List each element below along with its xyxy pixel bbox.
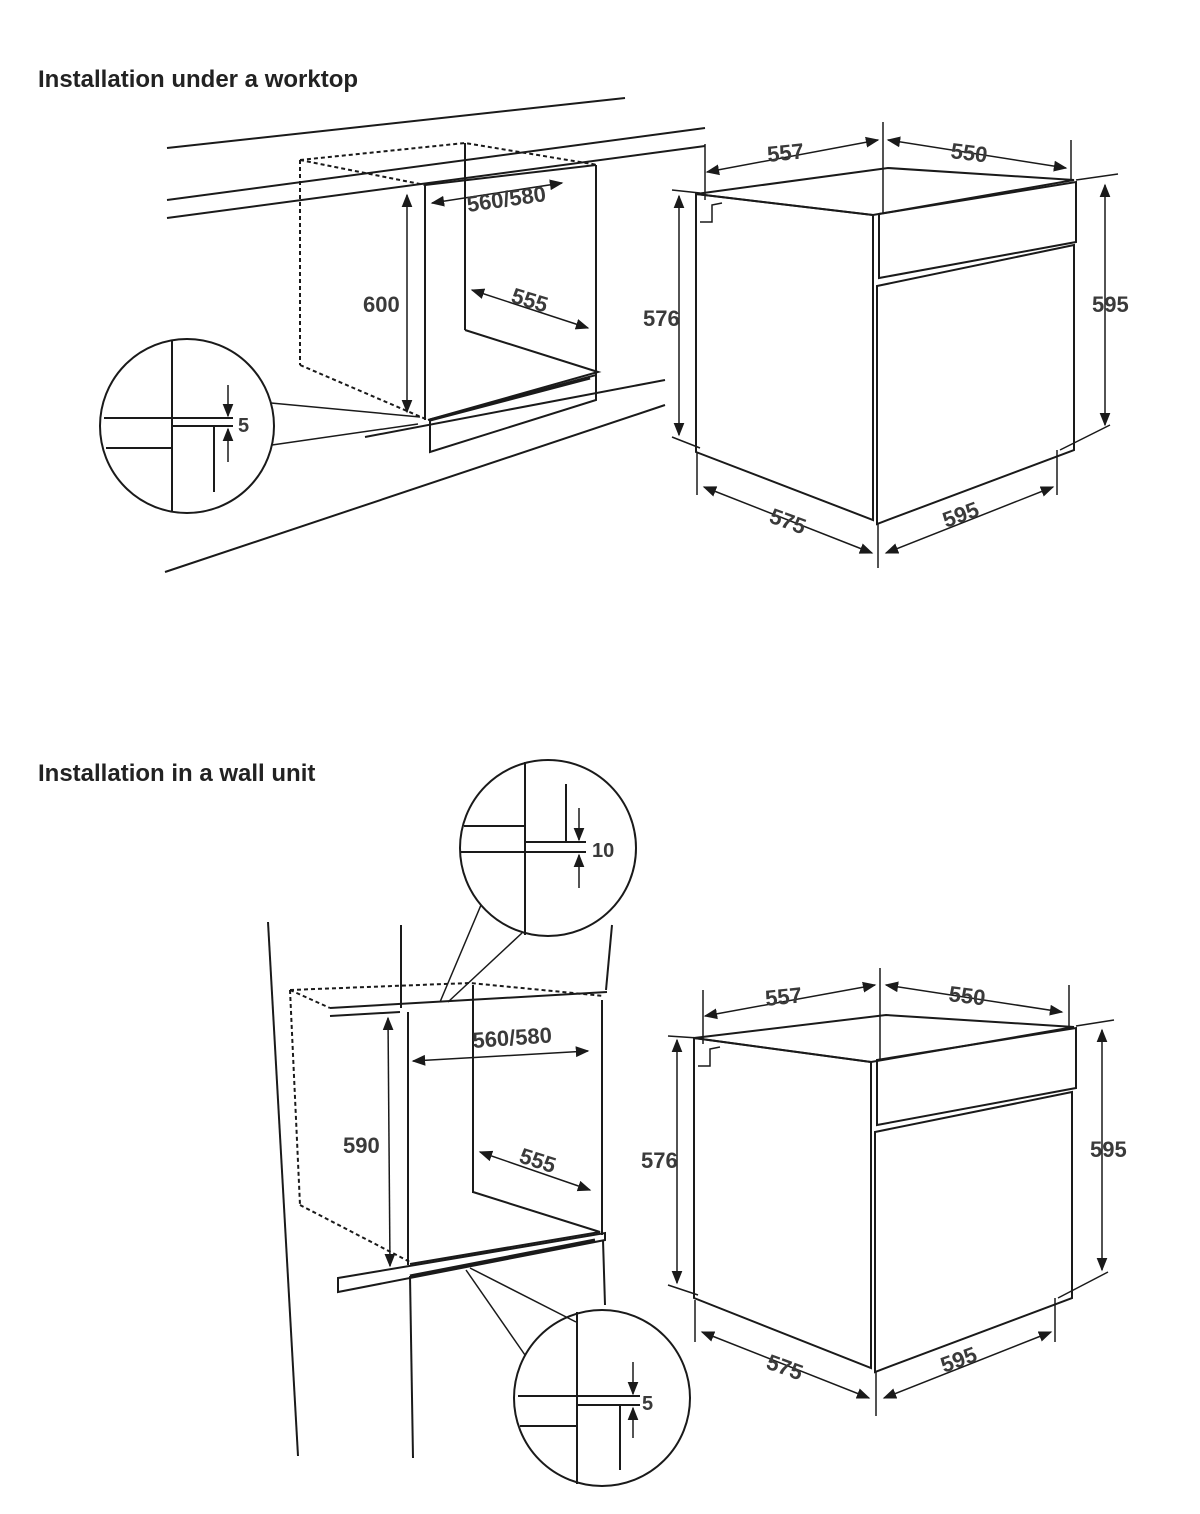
oven-drawing-top: [671, 122, 1119, 568]
niche-height-label: 600: [363, 292, 400, 317]
gap-label: 5: [238, 415, 249, 437]
section-title-under-worktop: Installation under a worktop: [38, 66, 359, 93]
niche-depth-dimension: 555: [470, 283, 590, 330]
niche-width-label: 560/580: [465, 181, 547, 217]
oven-bottom-width-dimension: 595: [884, 486, 1055, 554]
oven2-top-depth-label: 557: [764, 982, 803, 1011]
detail-magnifier-wall-bottom: 5: [465, 1267, 691, 1487]
oven2-front-height-dimension: 595: [1090, 1028, 1127, 1272]
wall-niche-height-dimension: 590: [343, 1016, 396, 1268]
oven-front-height-label: 595: [1092, 292, 1129, 317]
wall-gap-bottom-label: 5: [642, 1393, 653, 1415]
oven2-bottom-width-dimension: 595: [882, 1331, 1053, 1399]
worktop-cabinet: [164, 97, 706, 573]
oven-top-width-label: 550: [949, 138, 988, 167]
niche-height-dimension: 600: [363, 193, 413, 414]
oven2-bottom-depth-dimension: 575: [700, 1331, 871, 1399]
wall-niche-depth-label: 555: [516, 1143, 559, 1178]
oven-top-depth-dimension: 557: [705, 136, 880, 176]
niche-width-dimension: 560/580: [430, 179, 564, 217]
oven2-body-height-label: 576: [641, 1148, 678, 1173]
oven-bottom-width-label: 595: [939, 497, 982, 533]
oven-top-width-dimension: 550: [886, 136, 1068, 172]
wall-niche-depth-dimension: 555: [478, 1143, 592, 1192]
section-title-wall-unit: Installation in a wall unit: [38, 760, 316, 787]
wall-gap-top-label: 10: [592, 840, 614, 862]
oven-drawing-bottom: [667, 968, 1115, 1416]
oven2-top-width-dimension: 550: [884, 981, 1064, 1016]
oven-bottom-depth-label: 575: [766, 503, 809, 539]
oven2-front-height-label: 595: [1090, 1137, 1127, 1162]
wall-unit-cabinet: [267, 921, 613, 1459]
oven-top-depth-label: 557: [766, 138, 805, 167]
wall-niche-height-label: 590: [343, 1133, 380, 1158]
oven2-top-width-label: 550: [947, 981, 986, 1010]
oven-body-height-label: 576: [643, 306, 680, 331]
oven2-bottom-depth-label: 575: [763, 1349, 806, 1385]
oven-body-height-dimension: 576: [643, 194, 685, 437]
detail-magnifier-wall-top: 10: [439, 759, 637, 1003]
oven-front-height-dimension: 595: [1092, 183, 1129, 427]
oven2-top-depth-dimension: 557: [703, 981, 877, 1020]
detail-magnifier-top: 5: [99, 338, 421, 514]
wall-niche-width-label: 560/580: [472, 1023, 553, 1053]
niche-depth-label: 555: [509, 283, 551, 318]
oven-bottom-depth-dimension: 575: [702, 486, 874, 554]
wall-niche-width-dimension: 560/580: [411, 1023, 590, 1066]
oven2-body-height-dimension: 576: [641, 1038, 683, 1285]
